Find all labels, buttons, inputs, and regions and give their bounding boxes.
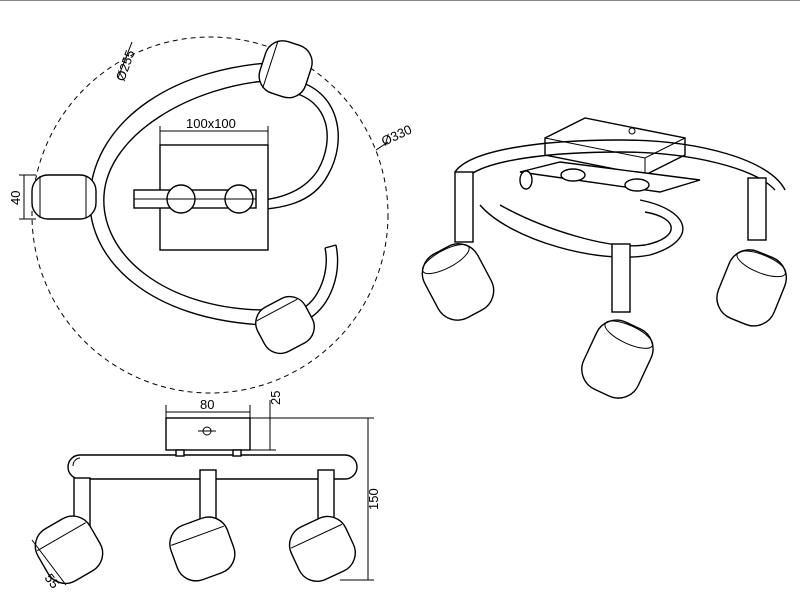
outer-diameter-label: Ø330 — [379, 122, 414, 149]
hook-arm — [251, 79, 339, 211]
side-spot-middle — [169, 516, 236, 582]
side-spot-right — [288, 515, 356, 582]
persp-stem-right — [747, 177, 767, 241]
persp-spot-left — [421, 243, 495, 321]
perspective-view — [421, 117, 787, 399]
inner-diameter-label: Ø255 — [113, 48, 138, 83]
outer-diameter-circle — [31, 36, 389, 394]
side-spot-left — [34, 515, 104, 585]
spot-diameter-line — [31, 539, 67, 586]
total-height-label: 150 — [366, 488, 381, 510]
outer-diameter-leader — [375, 141, 389, 151]
side-tube — [67, 454, 358, 480]
persp-plate-bar — [519, 161, 701, 193]
spotlight-top — [258, 40, 313, 99]
persp-ring-inner — [469, 151, 776, 191]
top-view: 100x100 40 Ø255 Ø330 — [8, 36, 414, 394]
side-base — [165, 417, 251, 451]
inner-diameter-leader — [117, 41, 133, 79]
persp-ring-outer — [454, 139, 786, 191]
persp-front-loop — [479, 199, 684, 258]
base-height-label: 25 — [268, 391, 283, 405]
spot-height-label: 40 — [8, 191, 23, 205]
base-width-label: 80 — [200, 397, 214, 412]
spotlight-bottom — [255, 295, 315, 355]
side-view: 80 25 150 5 — [31, 391, 381, 591]
persp-stem-middle — [611, 243, 631, 313]
plate-size-label: 100x100 — [186, 116, 236, 131]
spotlight-left — [31, 174, 97, 220]
persp-spot-middle — [581, 319, 654, 399]
persp-spot-right — [716, 249, 787, 327]
persp-stem-left — [454, 171, 474, 243]
